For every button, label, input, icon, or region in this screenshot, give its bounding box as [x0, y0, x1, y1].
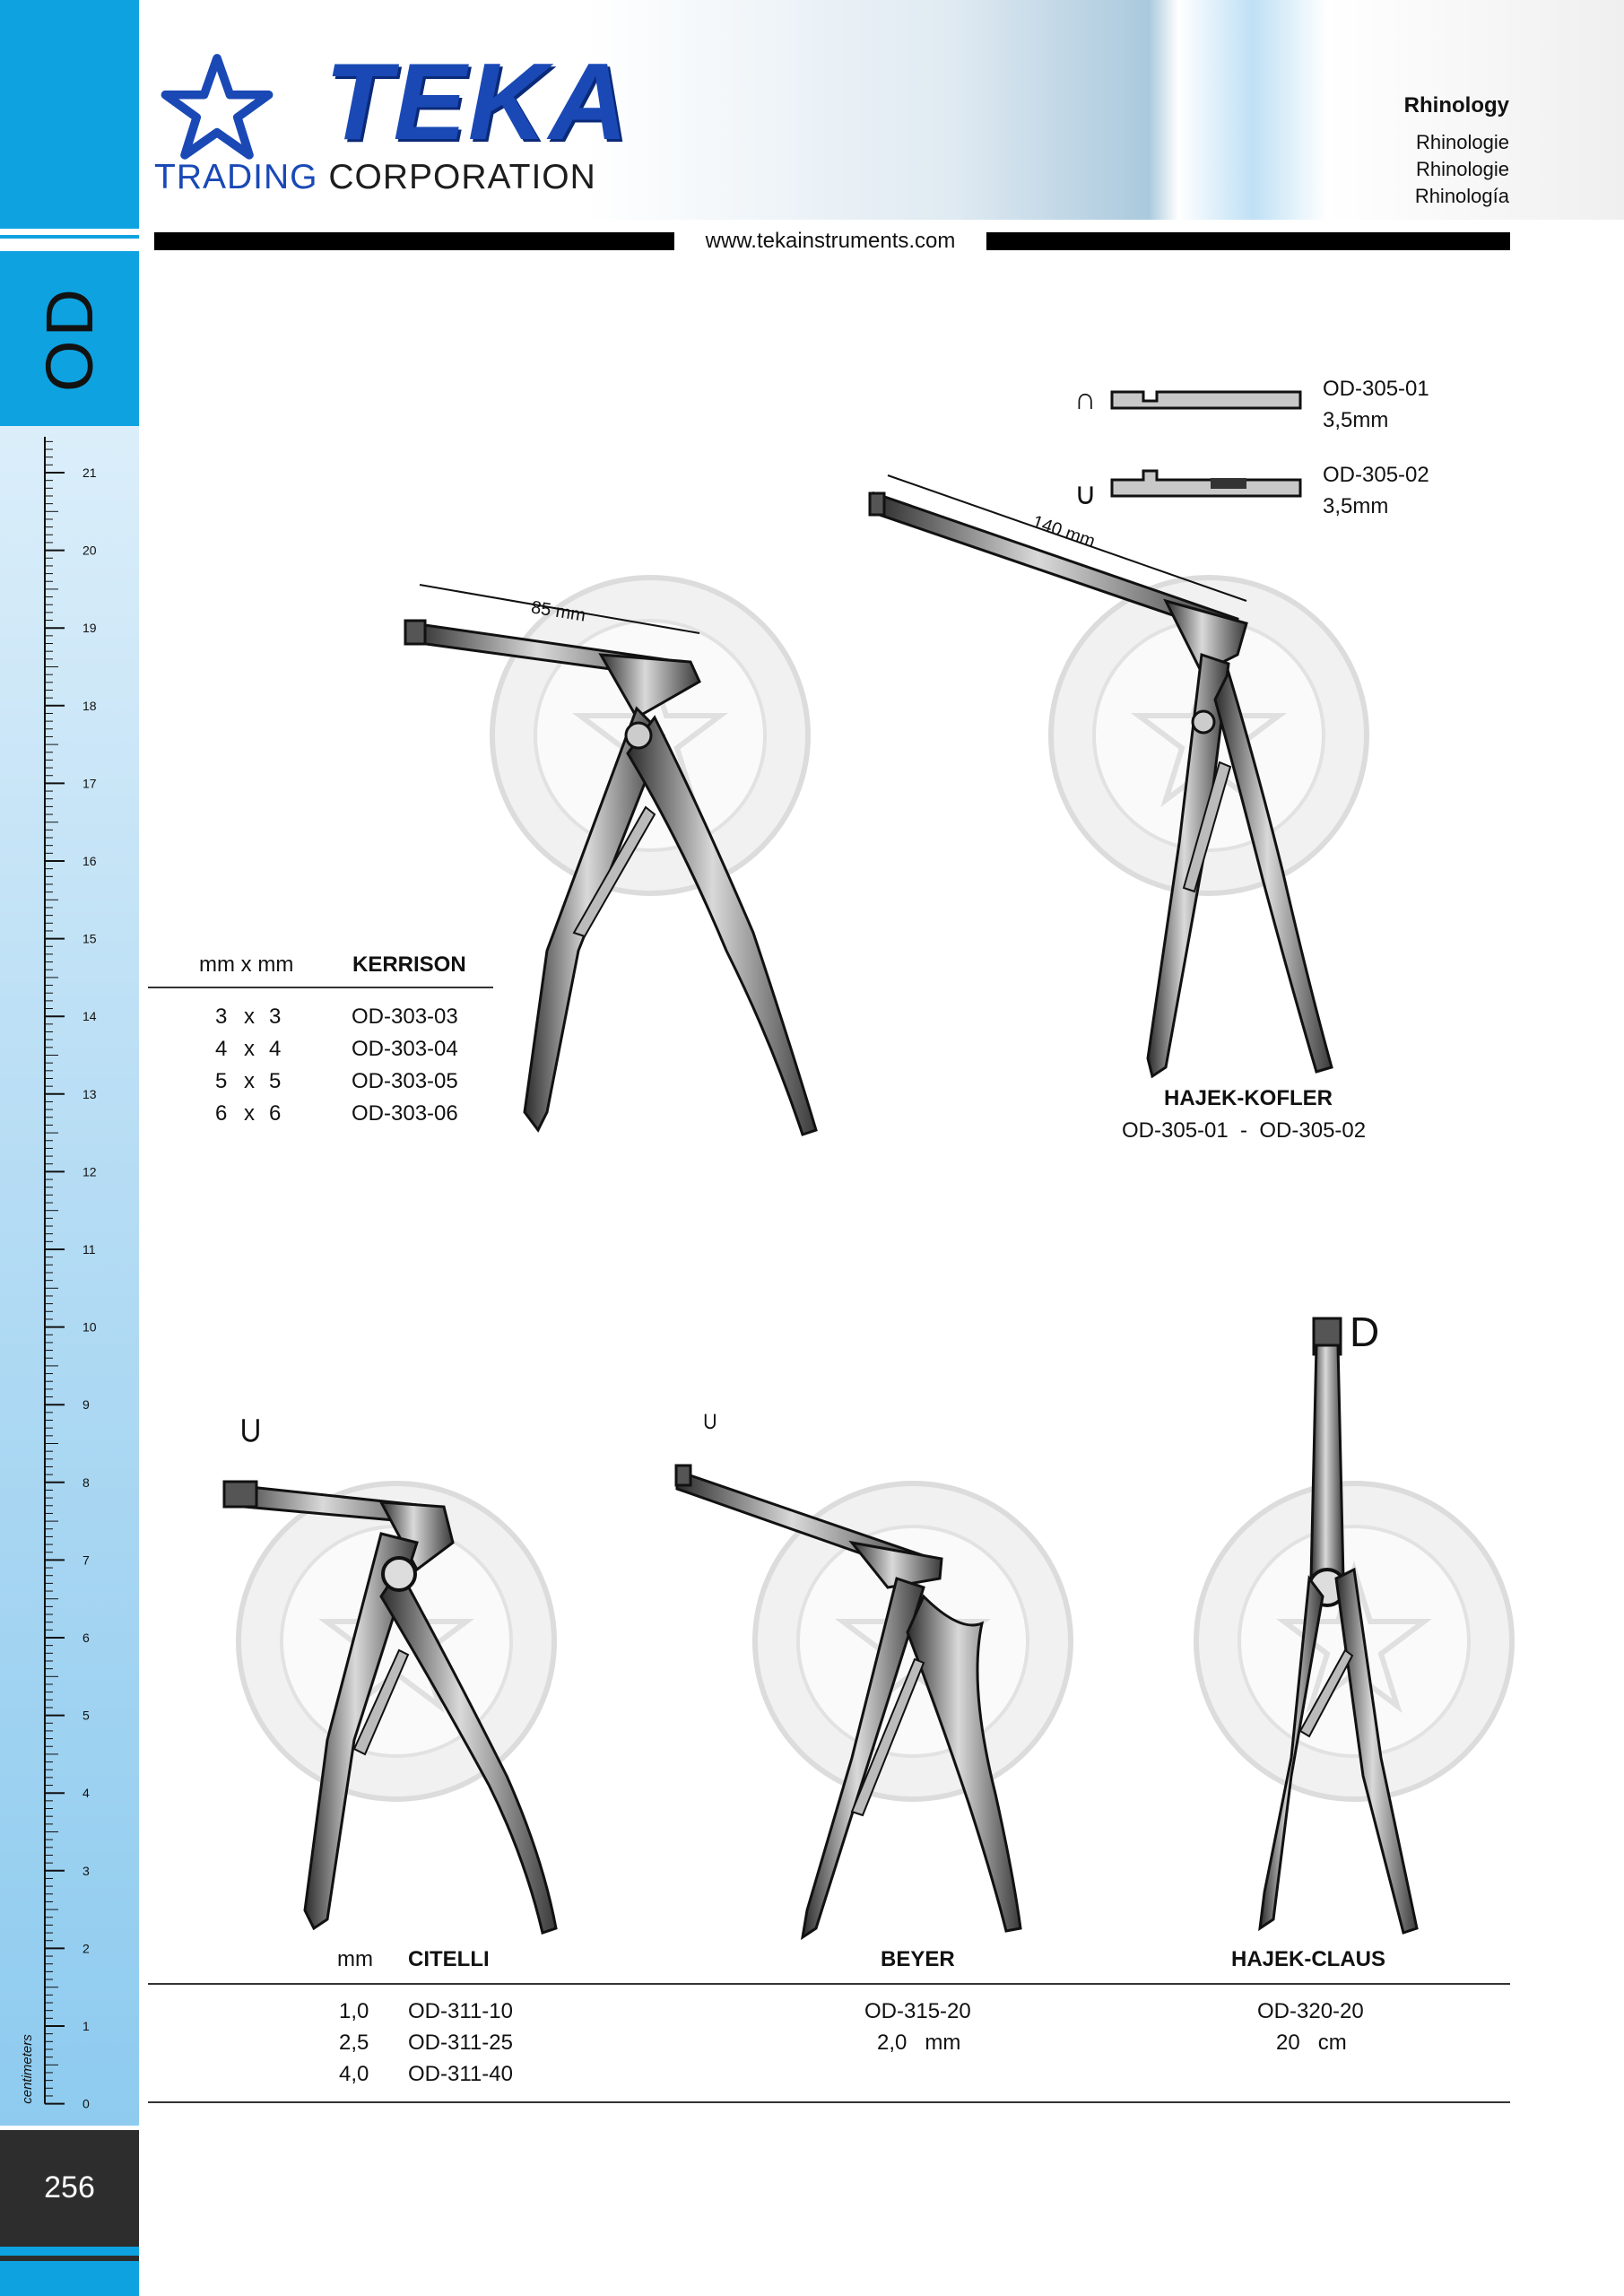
- sidebar-bottom-block: [0, 2247, 139, 2296]
- brand-subtitle-corporation: CORPORATION: [328, 158, 596, 196]
- kerrison-code: OD-303-04: [352, 1037, 458, 1061]
- kerrison-size-header: mm x mm: [199, 952, 294, 977]
- ruler-label: 7: [83, 1552, 90, 1567]
- citelli-row-code: OD-311-10: [408, 1999, 513, 2023]
- brand-subtitle: TRADING CORPORATION: [154, 160, 596, 195]
- brand-name: TEKA: [325, 40, 630, 162]
- citelli-row-mm: 2,5: [339, 2031, 369, 2055]
- kerrison-code: OD-303-03: [352, 1004, 458, 1029]
- hajek-kofler-codes: OD-305-01 - OD-305-02: [1122, 1118, 1367, 1143]
- citelli-mm-header: mm: [337, 1947, 373, 1971]
- kerrison-size-a: 5: [215, 1069, 228, 1093]
- citelli-name: CITELLI: [408, 1947, 490, 1971]
- kerrison-rongeur-image: [404, 584, 818, 1136]
- bottom-table-header-rule: [148, 1983, 1510, 1985]
- ruler-label: 2: [83, 1941, 90, 1955]
- citelli-jaw-symbol: ⊂: [230, 1415, 270, 1446]
- hajek-kofler-variant-code: OD-305-01: [1323, 377, 1429, 401]
- brand-subtitle-trading: TRADING: [154, 158, 318, 196]
- kerrison-size-x: x: [244, 1037, 255, 1061]
- hajek-kofler-downward-symbol: ∪: [1074, 477, 1097, 511]
- ruler-label: 16: [83, 854, 97, 868]
- hajek-claus-name: HAJEK-CLAUS: [1231, 1947, 1386, 1971]
- citelli-row-code: OD-311-25: [408, 2031, 513, 2055]
- hajek-kofler-tip-detail-image: [1110, 390, 1302, 498]
- ruler-label: 5: [83, 1709, 90, 1723]
- ruler-label: 15: [83, 932, 97, 946]
- section-code: OD: [32, 285, 107, 392]
- header-rule-right: [986, 232, 1510, 250]
- hajek-kofler-name: HAJEK-KOFLER: [1164, 1086, 1333, 1110]
- ruler-label: 4: [83, 1786, 90, 1800]
- citelli-row-mm: 4,0: [339, 2062, 369, 2086]
- website-link[interactable]: www.tekainstruments.com: [705, 229, 956, 253]
- ruler-label: 13: [83, 1087, 97, 1101]
- kerrison-size-b: 3: [269, 1004, 282, 1029]
- section-translation-fr: Rhinologie: [1416, 158, 1509, 180]
- kerrison-size-b: 5: [269, 1069, 282, 1093]
- kerrison-code: OD-303-06: [352, 1101, 458, 1126]
- hajek-claus-code: OD-320-20: [1257, 1999, 1364, 2023]
- ruler-label: 17: [83, 776, 97, 790]
- ruler-strip: [0, 426, 139, 2126]
- ruler-label: 20: [83, 544, 97, 558]
- section-translation-es: Rhinología: [1414, 185, 1509, 207]
- section-translation-de: Rhinologie: [1416, 131, 1509, 153]
- kerrison-size-x: x: [244, 1101, 255, 1126]
- ruler-label: 14: [83, 1009, 97, 1023]
- citelli-row-code: OD-311-40: [408, 2062, 513, 2086]
- hajek-kofler-upward-symbol: ∩: [1074, 382, 1097, 416]
- ruler-label: 3: [83, 1864, 90, 1878]
- header-band: [139, 0, 1624, 220]
- sidebar-divider: [0, 235, 139, 239]
- bottom-table-end-rule: [148, 2101, 1510, 2103]
- kerrison-size-x: x: [244, 1069, 255, 1093]
- ruler-unit-label: centimeters: [20, 2034, 35, 2104]
- citelli-rongeur-image: [222, 1480, 558, 1935]
- ruler-label: 21: [83, 465, 97, 480]
- hajek-claus-jaw-symbol: D: [1350, 1309, 1380, 1355]
- hajek-kofler-variant-code: OD-305-02: [1323, 463, 1429, 487]
- hajek-kofler-variant-size: 3,5mm: [1323, 408, 1389, 432]
- ruler-label: 10: [83, 1320, 97, 1335]
- section-title: Rhinology: [1403, 93, 1509, 117]
- citelli-row-mm: 1,0: [339, 1999, 369, 2023]
- beyer-size: 2,0 mm: [877, 2031, 961, 2055]
- kerrison-size-b: 6: [269, 1101, 282, 1126]
- beyer-rongeur-image: [674, 1464, 1022, 1941]
- beyer-code: OD-315-20: [864, 1999, 971, 2023]
- star-logo-icon: [161, 54, 274, 160]
- hajek-claus-rongeur-image: [1258, 1317, 1419, 1935]
- ruler-label: 1: [83, 2019, 90, 2033]
- kerrison-size-a: 3: [215, 1004, 228, 1029]
- ruler-label: 8: [83, 1475, 90, 1490]
- sidebar-top-block: [0, 0, 139, 229]
- hajek-kofler-rongeur-image: [868, 474, 1333, 1079]
- sidebar-bottom-stripe: [0, 2256, 139, 2261]
- section-code-tab: OD: [0, 251, 139, 426]
- beyer-jaw-symbol: ⊂: [695, 1412, 723, 1431]
- kerrison-size-x: x: [244, 1004, 255, 1029]
- hajek-claus-size: 20 cm: [1276, 2031, 1347, 2055]
- kerrison-table-rule: [148, 987, 493, 988]
- kerrison-size-b: 4: [269, 1037, 282, 1061]
- beyer-name: BEYER: [881, 1947, 955, 1971]
- sidebar-section-block: [0, 251, 139, 426]
- ruler-label: 19: [83, 621, 97, 635]
- kerrison-code: OD-303-05: [352, 1069, 458, 1093]
- ruler-label: 6: [83, 1631, 90, 1645]
- header-rule-left: [154, 232, 674, 250]
- kerrison-name-header: KERRISON: [352, 952, 466, 977]
- ruler-label: 0: [83, 2097, 90, 2111]
- page-number-box: [0, 2130, 139, 2247]
- ruler-label: 12: [83, 1164, 97, 1178]
- ruler-label: 9: [83, 1397, 90, 1412]
- hajek-kofler-variant-size: 3,5mm: [1323, 494, 1389, 518]
- ruler-label: 18: [83, 699, 97, 713]
- page-number: 256: [44, 2170, 95, 2205]
- kerrison-size-a: 6: [215, 1101, 228, 1126]
- ruler-label: 11: [83, 1242, 96, 1257]
- kerrison-size-a: 4: [215, 1037, 228, 1061]
